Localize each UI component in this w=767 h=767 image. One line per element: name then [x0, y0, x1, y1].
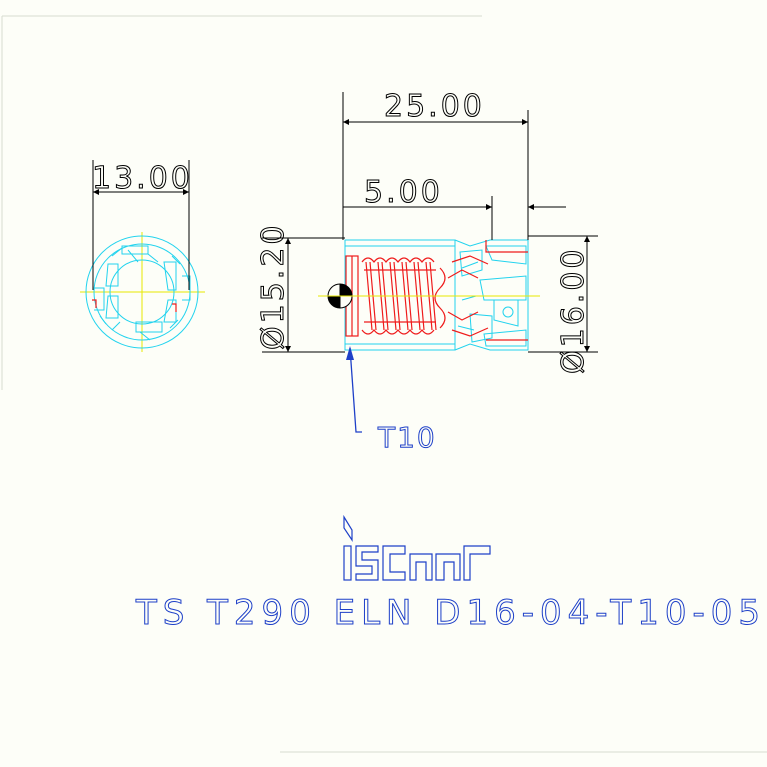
dim-overall-length: 25.00 [384, 89, 485, 124]
thread-callout-label: T10 [377, 421, 437, 454]
sheet-border [1, 15, 767, 753]
dim-cutting-diameter: Ø16.00 [556, 247, 591, 375]
dim-shank-diameter: Ø15.20 [256, 223, 291, 351]
logo-text: iscar [0, 0, 3, 1]
iscar-logo: iscar [0, 0, 491, 581]
dim-head-length: 5.00 [364, 175, 443, 210]
end-view [80, 160, 205, 352]
dim-width-13: 13.00 [92, 161, 193, 196]
side-view [262, 92, 598, 433]
product-designation: TS T290 ELN D16-04-T10-05 [135, 593, 766, 633]
